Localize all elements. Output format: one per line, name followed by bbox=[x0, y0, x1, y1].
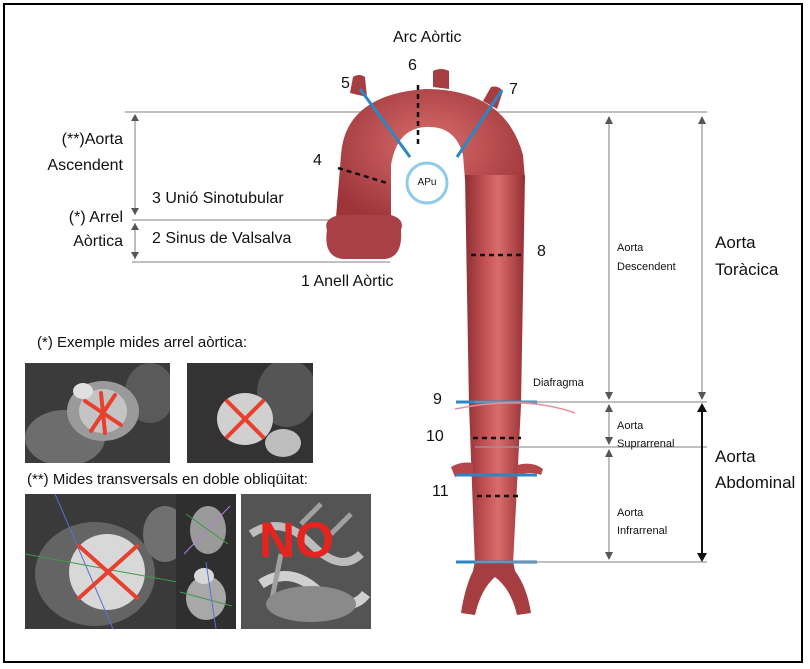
ct-oblique-image-1 bbox=[176, 494, 236, 562]
suprarenal-label-2: Suprarrenal bbox=[617, 438, 674, 451]
level-11-label: 11 bbox=[432, 483, 449, 501]
figure-frame: Arc Aòrtic 6 5 7 4 APu (**)Aorta Ascende… bbox=[3, 3, 803, 663]
apu-label: APu bbox=[409, 177, 445, 189]
root-label-2: Aòrtica bbox=[15, 233, 123, 251]
right-arrowheads bbox=[605, 116, 707, 562]
ascending-label-2: Ascendent bbox=[15, 157, 123, 175]
ct-root-image-1 bbox=[25, 363, 170, 463]
abdominal-label-2: Abdominal bbox=[715, 473, 795, 493]
root-example-caption: (*) Exemple mides arrel aòrtica: bbox=[37, 334, 247, 351]
level-6-label: 6 bbox=[408, 57, 417, 75]
root-label-1: (*) Arrel bbox=[15, 209, 123, 227]
diaphragm-label: Diafragma bbox=[533, 377, 584, 390]
infrarenal-label-2: Infrarrenal bbox=[617, 525, 667, 538]
descending-label-2: Descendent bbox=[617, 261, 676, 274]
ct-transversal-image bbox=[25, 494, 177, 629]
level-8-label: 8 bbox=[537, 243, 546, 261]
annulus-label: 1 Anell Aòrtic bbox=[301, 273, 394, 291]
ascending-label-1: (**)Aorta bbox=[15, 131, 123, 149]
ct-oblique-image-2 bbox=[176, 562, 236, 629]
suprarenal-label-1: Aorta bbox=[617, 420, 643, 433]
level-9-label: 9 bbox=[433, 391, 442, 409]
no-text: NO bbox=[259, 512, 334, 570]
level-5-label: 5 bbox=[341, 75, 350, 93]
ct-incorrect-image: NO bbox=[241, 494, 371, 629]
valsalva-label: 2 Sinus de Valsalva bbox=[152, 230, 291, 248]
level-10-label: 10 bbox=[426, 428, 444, 446]
level-7-label: 7 bbox=[509, 81, 518, 99]
ct-root-image-2 bbox=[187, 363, 313, 463]
transversal-caption: (**) Mides transversals en doble obliqüi… bbox=[27, 471, 308, 488]
thoracic-label-1: Aorta bbox=[715, 233, 756, 253]
level-4-label: 4 bbox=[313, 152, 322, 170]
descending-label-1: Aorta bbox=[617, 242, 643, 255]
infrarenal-label-1: Aorta bbox=[617, 507, 643, 520]
thoracic-label-2: Toràcica bbox=[715, 260, 778, 280]
arc-aortic-label: Arc Aòrtic bbox=[393, 29, 461, 47]
sinotubular-label: 3 Unió Sinotubular bbox=[152, 190, 284, 208]
abdominal-label-1: Aorta bbox=[715, 447, 756, 467]
